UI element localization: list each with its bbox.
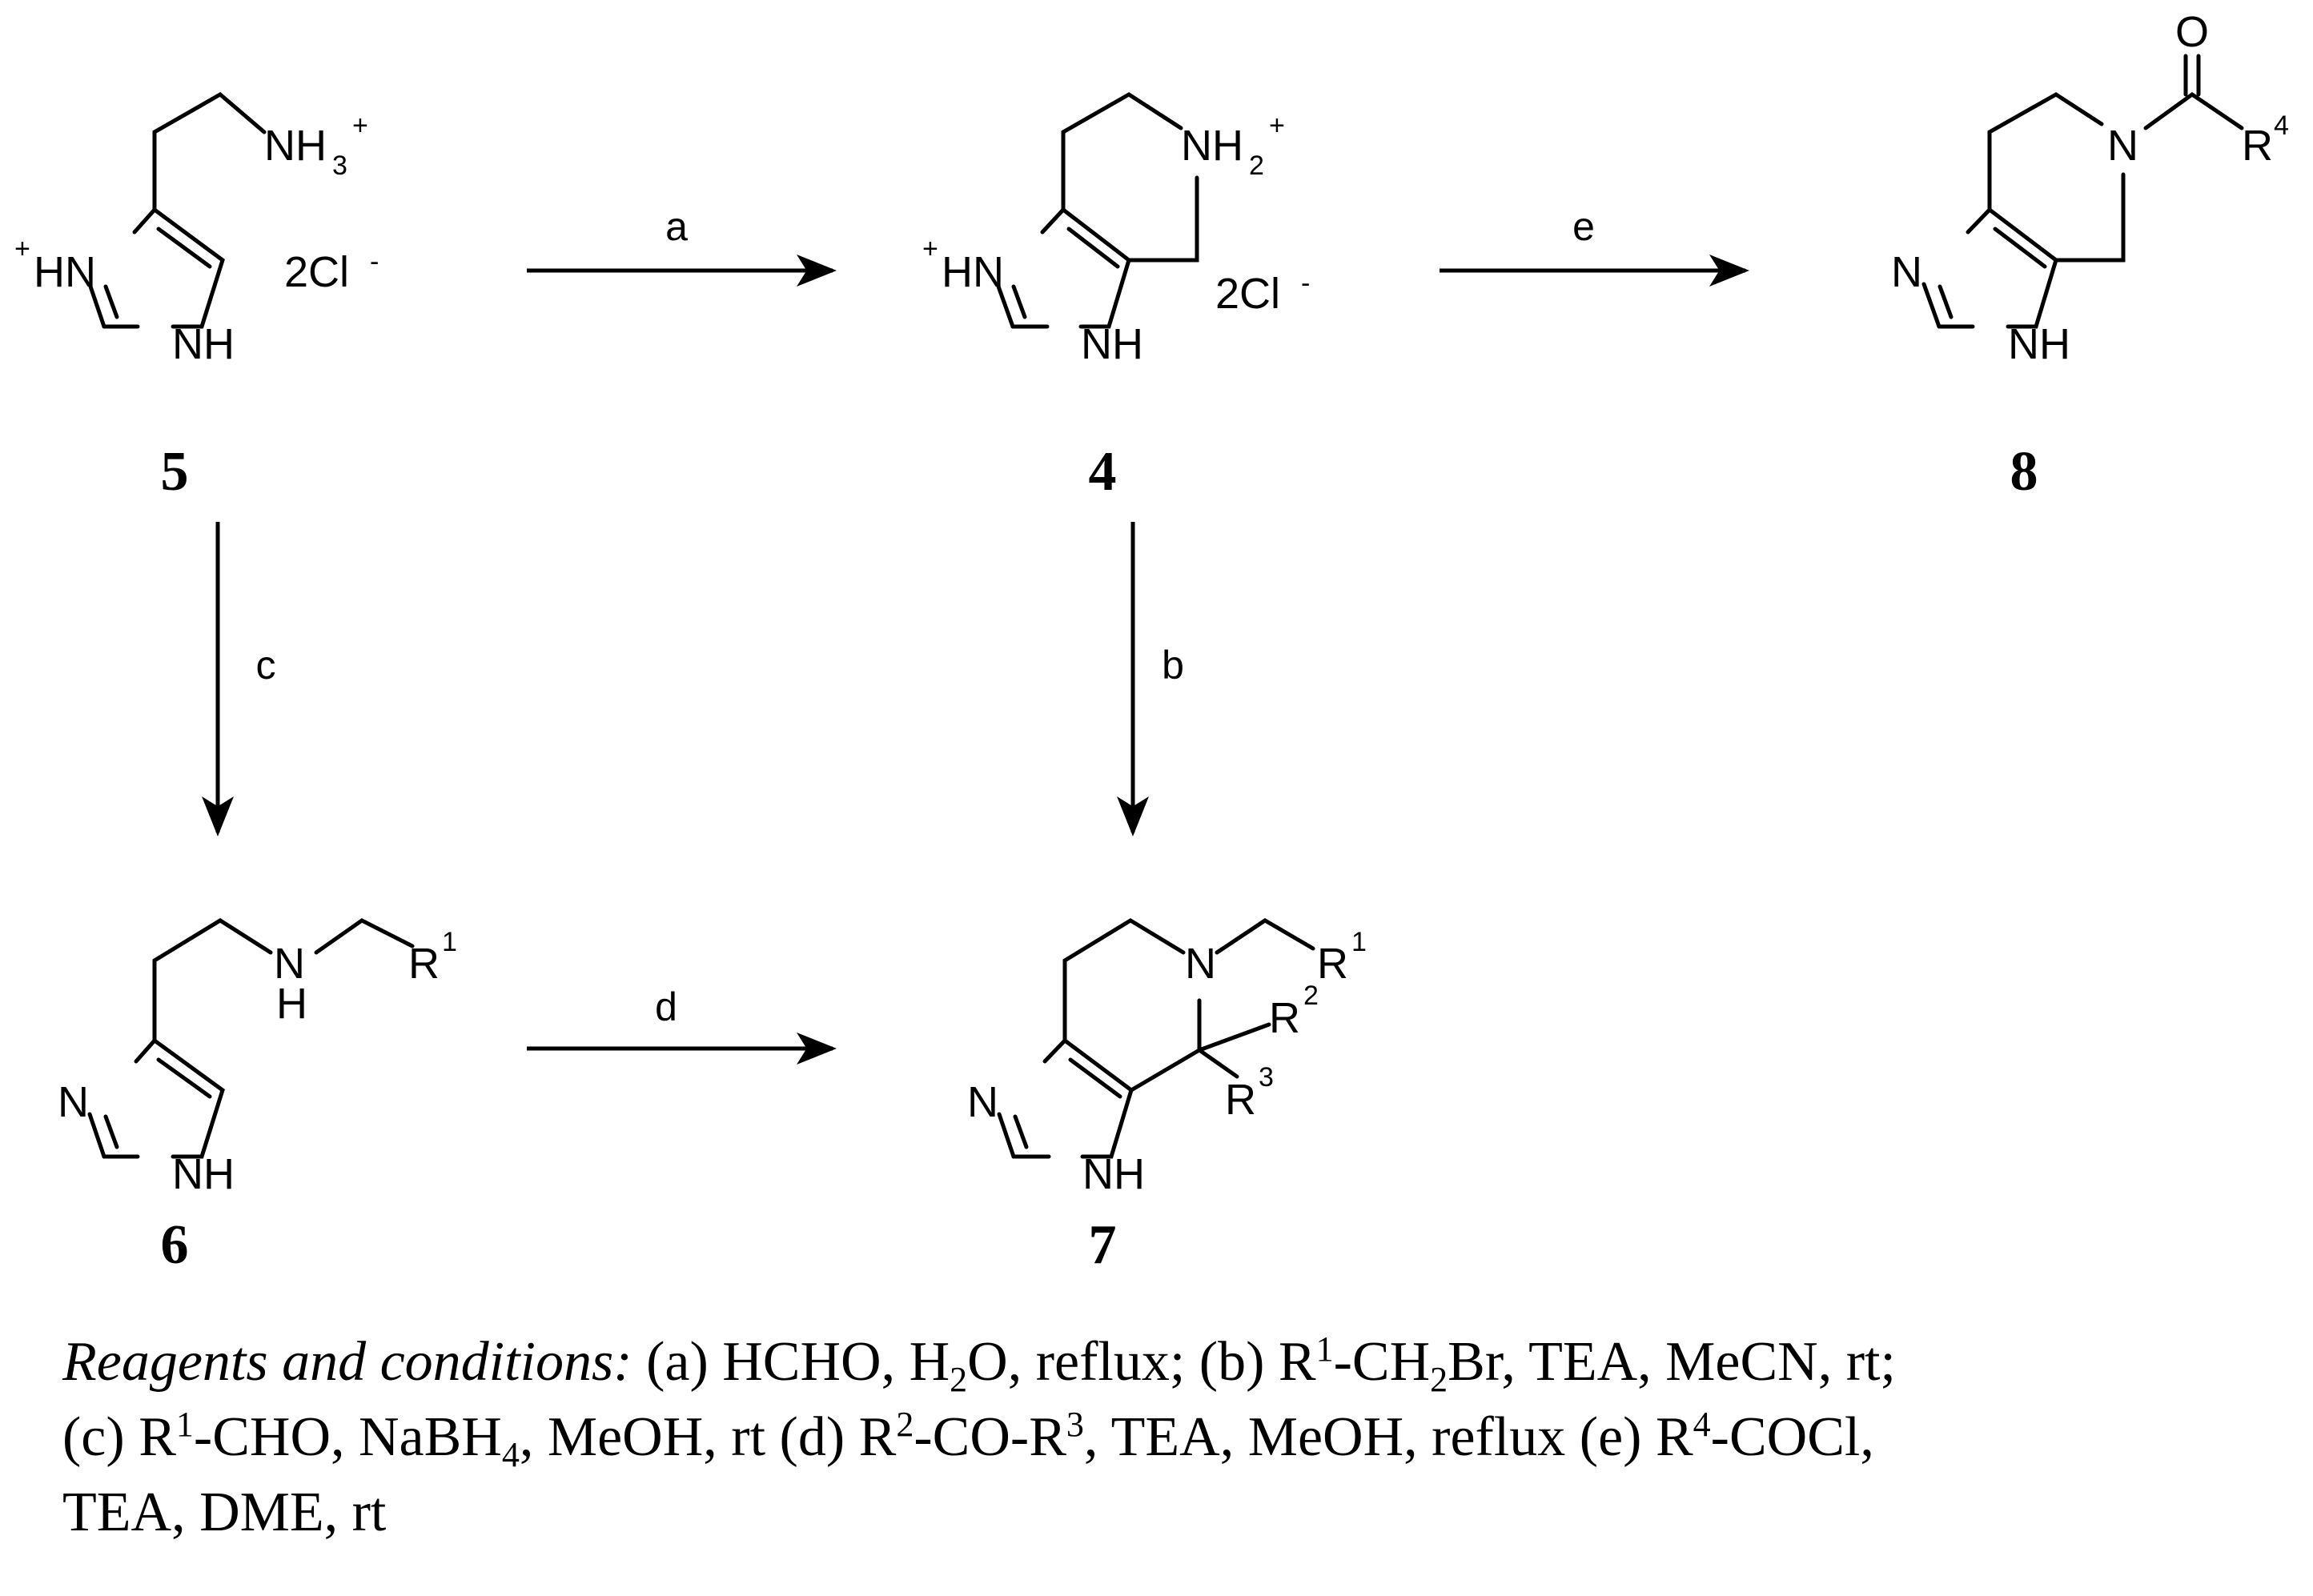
nh2-subscript: 2 xyxy=(1249,150,1264,181)
compound-4-structure: NH 2 + + HN NH 2Cl - xyxy=(922,92,1310,368)
step-label-a: a xyxy=(665,204,688,249)
nh-label: NH xyxy=(172,320,235,368)
conditions-heading: Reagents and conditions: xyxy=(62,1331,632,1393)
chloride-charge: - xyxy=(370,247,379,277)
r3-label: R xyxy=(1225,1076,1256,1124)
n-label: N xyxy=(1185,940,1216,988)
compound-5-number: 5 xyxy=(161,441,189,503)
nh2-label: NH xyxy=(1181,122,1243,170)
condition-c-mid: -CHO, NaBH xyxy=(193,1406,502,1468)
compound-6-structure: N H R 1 N NH xyxy=(58,918,457,1198)
condition-a-subscript: 2 xyxy=(950,1360,968,1399)
step-label-b: b xyxy=(1162,643,1184,688)
condition-d-superscript-1: 2 xyxy=(896,1405,914,1444)
arrow-a: a xyxy=(527,204,837,287)
condition-c-end: , MeOH, rt xyxy=(519,1406,766,1468)
compound-8-structure: O N R 4 N NH xyxy=(1891,8,2289,368)
step-label-d: d xyxy=(655,984,677,1029)
n-label: N xyxy=(2107,122,2138,170)
condition-d-mid: -CO-R xyxy=(914,1406,1066,1468)
condition-c: (c) R xyxy=(62,1406,176,1468)
condition-b-superscript: 1 xyxy=(1315,1329,1334,1369)
r1-superscript: 1 xyxy=(442,927,457,957)
conditions-line-2: (c) R1-CHO, NaBH4, MeOH, rt (d) R2-CO-R3… xyxy=(62,1400,2288,1475)
condition-b: (b) R xyxy=(1199,1331,1316,1393)
arrow-b: b xyxy=(1117,522,1184,836)
r2-label: R xyxy=(1269,994,1300,1042)
nh-label: NH xyxy=(2008,320,2070,368)
chloride-charge: - xyxy=(1301,268,1310,299)
compound-8-number: 8 xyxy=(2010,441,2038,503)
conditions-line-3: TEA, DME, rt xyxy=(62,1482,387,1543)
nh2-charge: + xyxy=(1269,110,1285,141)
chloride-label: 2Cl xyxy=(284,248,349,296)
conditions-line-1: Reagents and conditions: (a) HCHO, H2O, … xyxy=(62,1325,2288,1400)
condition-e-superscript: 4 xyxy=(1693,1405,1711,1444)
compound-7-structure: N R 1 R 2 R 3 N NH xyxy=(967,918,1367,1198)
condition-d-superscript-2: 3 xyxy=(1066,1405,1084,1444)
compound-5-structure: NH 3 + + HN NH 2Cl - xyxy=(14,91,379,368)
r1-label: R xyxy=(408,940,440,988)
step-label-c: c xyxy=(256,643,276,688)
condition-d: (d) R xyxy=(779,1406,897,1468)
hn-charge: + xyxy=(922,234,938,264)
nh-label: NH xyxy=(172,1150,235,1198)
arrow-d: d xyxy=(527,984,837,1065)
compound-4-number: 4 xyxy=(1089,441,1117,503)
step-label-e: e xyxy=(1572,204,1595,249)
compound-7-number: 7 xyxy=(1089,1214,1117,1276)
nh3-label: NH xyxy=(264,122,327,170)
n-ring-label: N xyxy=(967,1078,998,1126)
condition-a: (a) HCHO, H xyxy=(646,1331,950,1393)
n-ring-label: N xyxy=(1891,248,1922,296)
compound-6-number: 6 xyxy=(161,1214,189,1276)
arrow-e: e xyxy=(1440,204,1749,287)
nh-label: NH xyxy=(1081,320,1143,368)
n-ring-label: N xyxy=(58,1078,89,1126)
condition-e-end: -COCl, xyxy=(1710,1406,1874,1468)
hn-label: HN xyxy=(34,248,96,296)
r3-superscript: 3 xyxy=(1259,1062,1274,1093)
condition-c-superscript: 1 xyxy=(175,1405,194,1444)
r2-superscript: 2 xyxy=(1303,980,1319,1011)
nh-amine-n-label: N xyxy=(274,940,305,988)
condition-a-end: O, reflux; xyxy=(967,1331,1186,1393)
condition-b-mid: -CH xyxy=(1333,1331,1431,1393)
r4-label: R xyxy=(2242,122,2273,170)
nh-label: NH xyxy=(1082,1150,1145,1198)
nh3-charge: + xyxy=(352,110,368,141)
condition-e: (e) R xyxy=(1579,1406,1693,1468)
condition-b-end: Br, TEA, MeCN, rt; xyxy=(1448,1331,1896,1393)
oxygen-label: O xyxy=(2175,8,2209,56)
hn-label: HN xyxy=(942,248,1004,296)
nh-amine-h-label: H xyxy=(276,980,307,1028)
reagents-and-conditions: Reagents and conditions: (a) HCHO, H2O, … xyxy=(62,1325,2288,1550)
nh3-subscript: 3 xyxy=(332,150,347,181)
chloride-label: 2Cl xyxy=(1215,270,1280,318)
hn-charge: + xyxy=(14,234,30,264)
condition-c-subscript: 4 xyxy=(501,1435,520,1474)
condition-d-end: , TEA, MeOH, reflux xyxy=(1083,1406,1566,1468)
r1-label: R xyxy=(1317,940,1348,988)
r4-superscript: 4 xyxy=(2274,110,2289,141)
arrow-c: c xyxy=(202,522,276,836)
r1-superscript: 1 xyxy=(1351,927,1367,957)
condition-b-subscript: 2 xyxy=(1430,1360,1448,1399)
